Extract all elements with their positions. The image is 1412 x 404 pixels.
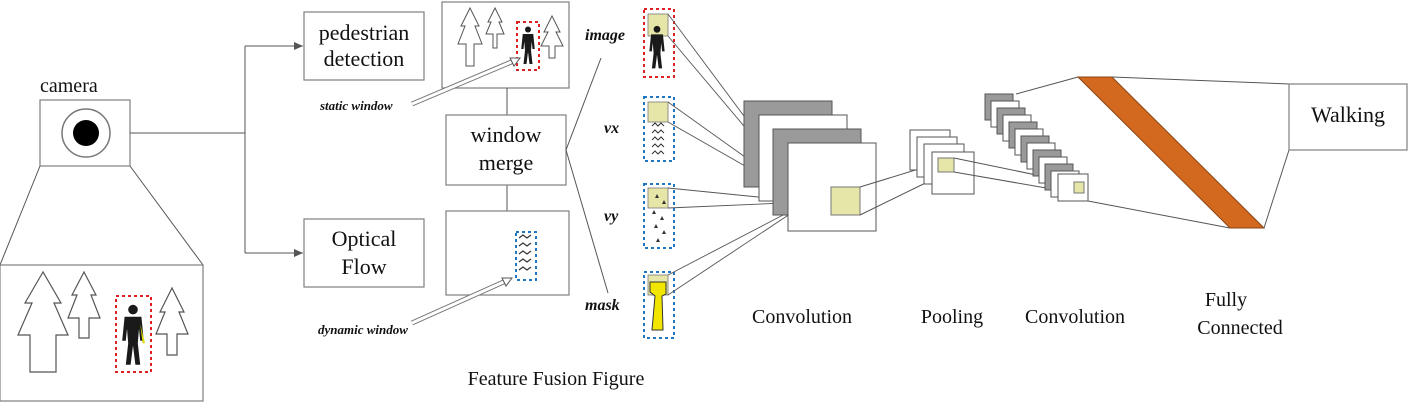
tree-icon bbox=[540, 14, 564, 59]
fully-connected-band bbox=[1076, 76, 1266, 229]
tree-icon bbox=[485, 6, 505, 49]
optical-flow-box bbox=[303, 218, 425, 288]
layer-label-fully-connected-2: Connected bbox=[1197, 317, 1283, 339]
dynamic-window-pointer bbox=[410, 277, 513, 326]
tree-icon bbox=[457, 6, 483, 67]
layer-label-convolution-1: Convolution bbox=[752, 306, 852, 328]
pedestrian-detection-box bbox=[303, 11, 425, 81]
figure-caption: Feature Fusion Figure bbox=[468, 368, 645, 390]
vx-feature-map bbox=[643, 96, 675, 162]
static-window-pointer bbox=[411, 57, 521, 107]
layer-label-fully-connected-1: Fully bbox=[1205, 289, 1247, 311]
feature-label-image: image bbox=[585, 27, 625, 44]
optical-flow-label-1: Optical bbox=[332, 226, 397, 251]
fusion-lines bbox=[667, 13, 809, 296]
layer-label-convolution-2: Convolution bbox=[1025, 306, 1125, 328]
image-feature-map bbox=[643, 8, 675, 78]
feature-label-mask: mask bbox=[585, 297, 620, 314]
window-merge-label-1: window bbox=[471, 122, 542, 147]
pedestrian-red-box bbox=[115, 295, 152, 373]
convolution-layer-1 bbox=[743, 100, 877, 232]
static-window-label: static window bbox=[319, 98, 393, 113]
window-merge-label-2: merge bbox=[479, 150, 534, 175]
feature-label-vx: vx bbox=[604, 120, 619, 137]
vy-feature-map bbox=[643, 183, 675, 249]
camera-label: camera bbox=[40, 75, 98, 97]
tree-icon bbox=[67, 270, 101, 339]
walking-output-box bbox=[1288, 83, 1408, 151]
tree-icon bbox=[17, 270, 69, 373]
window-merge-box bbox=[445, 114, 567, 186]
optical-flow-label-2: Flow bbox=[341, 254, 386, 279]
pedestrian-detection-label-2: detection bbox=[324, 46, 405, 71]
mask-feature-map bbox=[643, 271, 675, 339]
static-window-red-box bbox=[516, 21, 540, 71]
camera-lens-icon bbox=[61, 108, 111, 158]
pooling-layer bbox=[909, 129, 975, 195]
convolution-layer-2 bbox=[984, 93, 1089, 202]
pedestrian-icon bbox=[122, 304, 145, 365]
dynamic-window-blue-box bbox=[515, 231, 537, 281]
pedestrian-detection-label-1: pedestrian bbox=[319, 20, 409, 45]
dynamic-window-label: dynamic window bbox=[318, 322, 408, 337]
feature-label-vy: vy bbox=[604, 208, 619, 225]
walking-label: Walking bbox=[1311, 102, 1385, 127]
layer-label-pooling: Pooling bbox=[921, 306, 983, 328]
tree-icon bbox=[155, 286, 189, 356]
